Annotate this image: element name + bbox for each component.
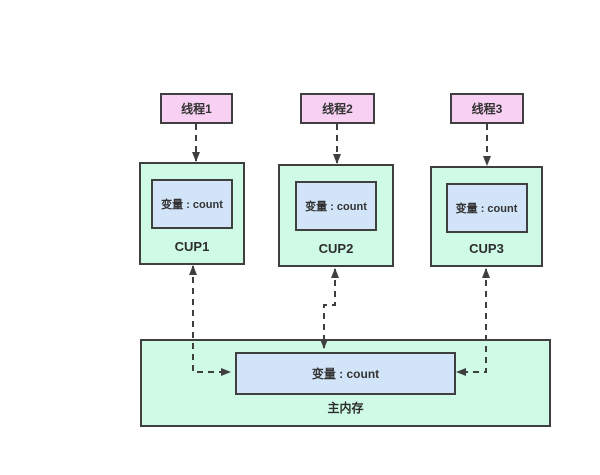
thread-1-label: 线程1 bbox=[181, 102, 212, 116]
cpu-1-variable-label: 变量 : count bbox=[161, 199, 223, 211]
cpu-3-label: CUP3 bbox=[469, 241, 504, 256]
cpu-1-box: 变量 : count CUP1 bbox=[139, 162, 245, 265]
cpu-2-box: 变量 : count CUP2 bbox=[278, 164, 394, 267]
thread-3-label: 线程3 bbox=[471, 102, 503, 116]
memory-variable-label: 变量 : count bbox=[311, 367, 380, 381]
main-memory-box: 变量 : count 主内存 bbox=[140, 339, 551, 427]
cpu-2-variable-label: 变量 : count bbox=[305, 201, 367, 213]
cpu-2-label: CUP2 bbox=[318, 241, 354, 256]
cpu-1-variable-box: 变量 : count bbox=[151, 179, 233, 229]
thread-1-box: 线程1 bbox=[160, 93, 233, 124]
memory-variable-box: 变量 : count bbox=[235, 352, 456, 395]
cpu-2-variable-box: 变量 : count bbox=[295, 181, 377, 231]
cpu-3-variable-box: 变量 : count bbox=[445, 183, 528, 233]
cpu-1-label: CUP1 bbox=[174, 239, 210, 254]
main-memory-label: 主内存 bbox=[327, 401, 364, 415]
thread-2-box: 线程2 bbox=[300, 93, 375, 124]
cpu-3-box: 变量 : count CUP3 bbox=[430, 166, 543, 267]
cpu-3-variable-label: 变量 : count bbox=[455, 203, 518, 215]
arrow-cpu2-memory bbox=[320, 268, 339, 349]
thread-2-label: 线程2 bbox=[322, 102, 353, 116]
thread-3-box: 线程3 bbox=[450, 93, 524, 124]
